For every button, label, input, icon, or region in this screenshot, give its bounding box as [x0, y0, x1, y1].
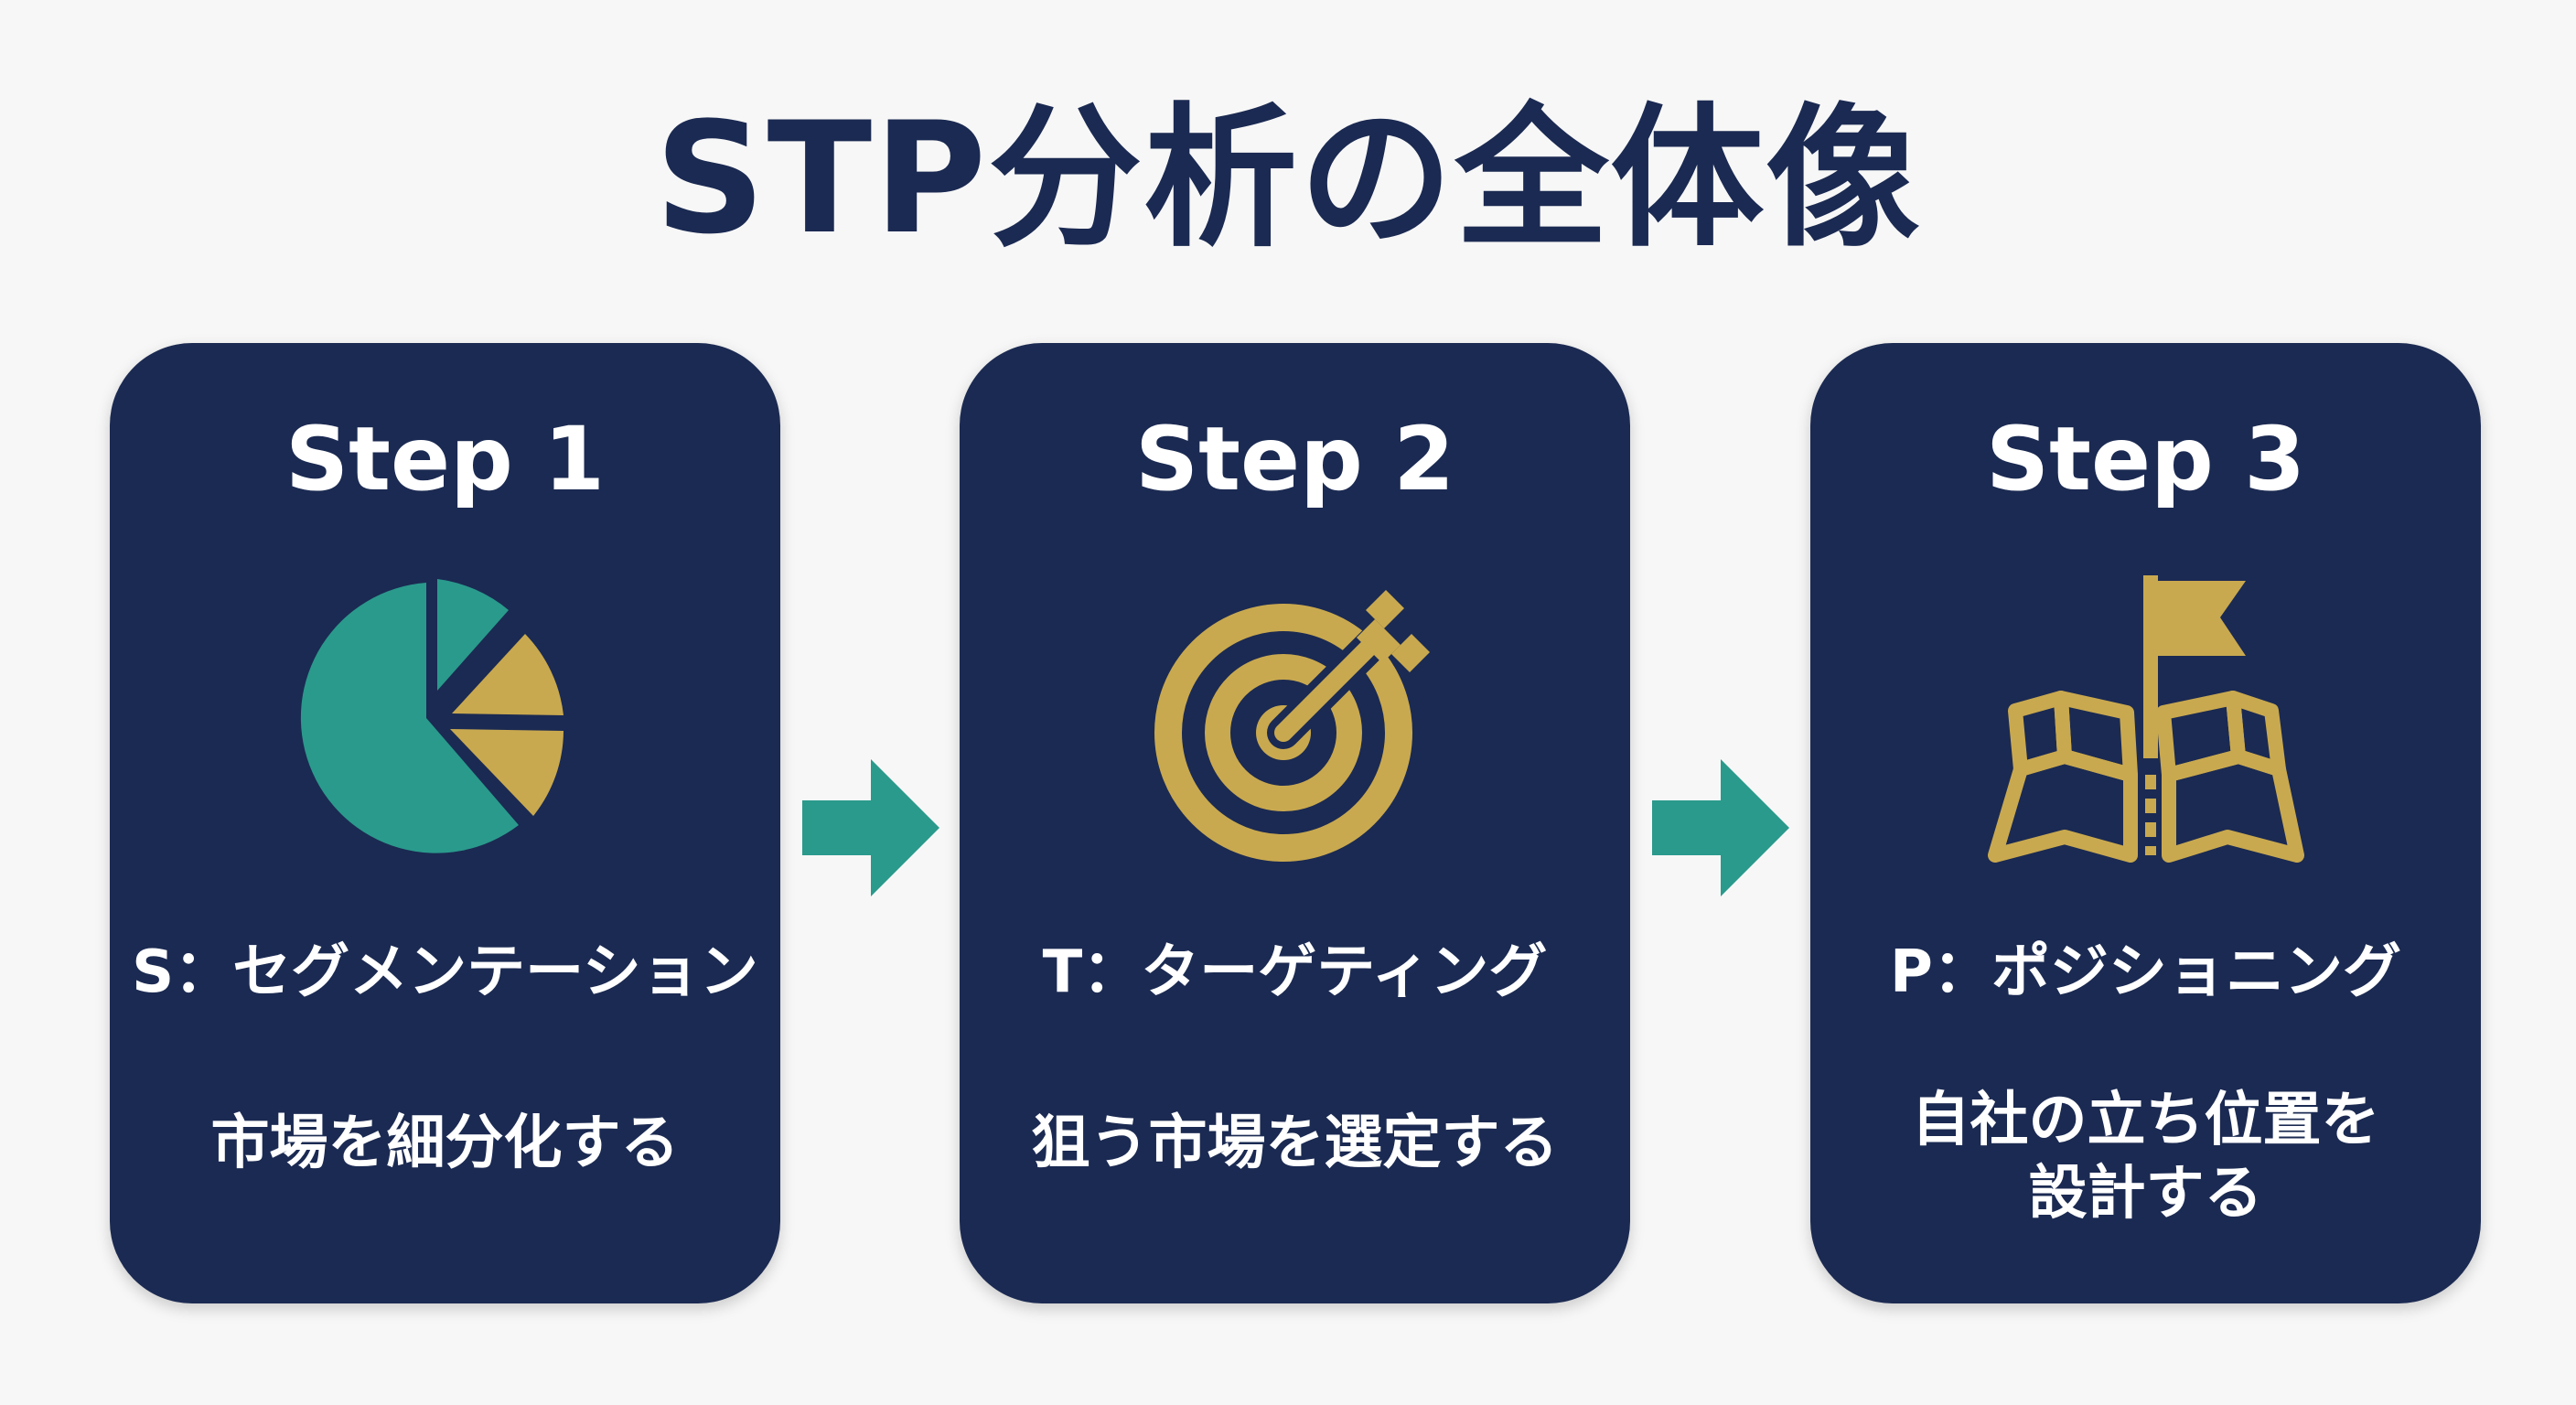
step-card-targeting: Step 2 T：ターゲティング 狙う市場を選定する: [960, 343, 1630, 1303]
pie-chart-icon: [300, 579, 564, 853]
target-arrow-icon: [1154, 590, 1430, 862]
step-card-positioning: Step 3 P：ポジショニング 自社の立ち位置を 設計する: [1810, 343, 2481, 1303]
page-title: STP分析の全体像: [654, 89, 1922, 268]
arrow-right-icon: [1652, 759, 1789, 896]
step-label: S：セグメンテーション: [132, 938, 758, 1006]
step-description: 自社の立ち位置を 設計する: [1911, 1087, 2380, 1228]
step-label: T：ターゲティング: [1042, 938, 1548, 1006]
step-description: 狙う市場を選定する: [1031, 1110, 1559, 1177]
step-number: Step 1: [284, 408, 606, 510]
step-description: 市場を細分化する: [210, 1110, 680, 1177]
step-number: Step 3: [1985, 408, 2306, 510]
map-flag-icon: [1988, 575, 2304, 863]
step-label: P：ポジショニング: [1890, 938, 2401, 1006]
step-number: Step 2: [1134, 408, 1455, 510]
step-card-segmentation: Step 1 S：セグメンテーション 市場を細分化する: [110, 343, 780, 1303]
arrow-right-icon: [802, 759, 939, 896]
